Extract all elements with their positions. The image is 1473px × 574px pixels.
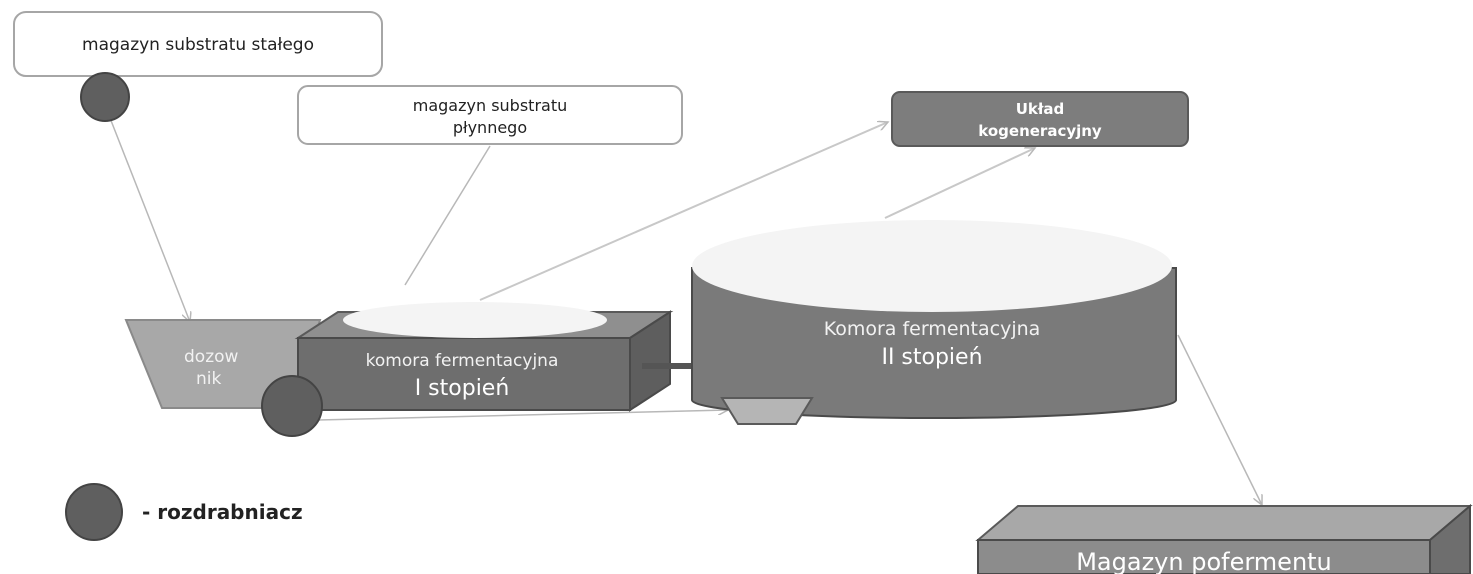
liquid-substrate-store: magazyn substratu płynnego	[297, 85, 683, 145]
fermentation-chamber-stage-1: komora fermentacyjna I stopień	[294, 302, 674, 412]
chamber2-dome	[692, 220, 1172, 312]
chp-label-line1: Układ	[1016, 100, 1065, 118]
arrow-chamber2-to-chp	[884, 148, 1035, 219]
line-liquid-store-to-chamber1	[404, 145, 491, 286]
liquid-store-label-line2: płynnego	[453, 118, 527, 137]
arrow-chamber2-to-digestate	[1177, 334, 1262, 505]
liquid-store-label-line1: magazyn substratu	[413, 96, 567, 115]
solid-store-label: magazyn substratu stałego	[82, 35, 314, 55]
arrow-chamber1-to-chp	[479, 122, 888, 301]
doser-label-line1: dozow	[184, 347, 239, 367]
fermentation-chamber-stage-2: Komora fermentacyjna II stopień	[691, 220, 1177, 419]
solid-substrate-store: magazyn substratu stałego	[13, 11, 383, 77]
shredder-icon	[80, 72, 130, 122]
cogeneration-unit: Układ kogeneracyjny	[891, 91, 1189, 147]
digestate-store: Magazyn pofermentu	[975, 503, 1473, 574]
digestate-store-label: Magazyn pofermentu	[1076, 548, 1332, 574]
arrow-solid-store-to-doser	[109, 117, 190, 322]
chp-label-line2: kogeneracyjny	[978, 122, 1102, 140]
chamber2-label-line2: II stopień	[881, 345, 982, 370]
connectors	[109, 117, 1262, 505]
chamber2-label-line1: Komora fermentacyjna	[824, 318, 1041, 340]
legend: - rozdrabniacz	[65, 483, 303, 541]
arrow-shredder-to-chamber2	[317, 410, 728, 421]
doser-label-line2: nik	[196, 369, 221, 389]
shredder-icon	[261, 375, 323, 437]
chamber2-inlet-hopper	[720, 397, 814, 425]
chamber1-dome	[343, 302, 607, 338]
legend-label: - rozdrabniacz	[142, 500, 303, 524]
chamber1-label-line2: I stopień	[415, 376, 510, 401]
chamber1-label-line1: komora fermentacyjna	[366, 351, 559, 371]
shredder-icon	[65, 483, 123, 541]
